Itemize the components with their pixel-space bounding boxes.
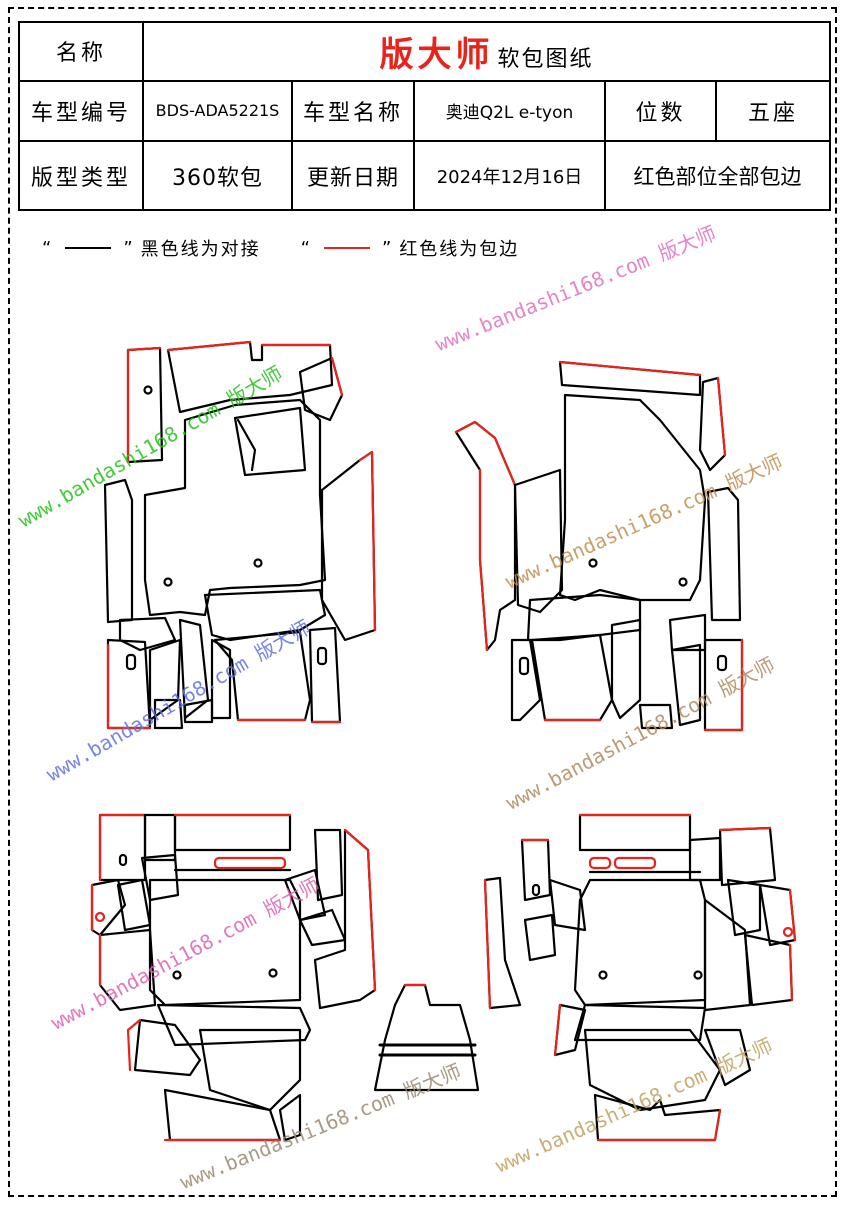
legend-quote-close: ” [123, 237, 135, 259]
brand-title: 版大师软包图纸 [142, 21, 831, 82]
red-line-sample [323, 247, 370, 249]
brand-sub: 软包图纸 [497, 46, 594, 72]
dashed-border [8, 7, 837, 1197]
front-right-mat [454, 360, 744, 732]
rear-right-mat [483, 813, 797, 1142]
brand-main: 版大师 [379, 34, 494, 75]
rear-left-mat [90, 813, 377, 1142]
black-line-text: 黑色线为对接 [140, 239, 261, 260]
name-label: 名称 [18, 21, 144, 82]
red-line-text: 红色线为包边 [399, 239, 520, 260]
info-table: 名称 版大师软包图纸 车型编号 BDS-ADA5221S 车型名称 奥迪Q2L … [18, 21, 831, 211]
legend-quote-open: “ [42, 237, 54, 259]
seats-label: 位数 [604, 79, 717, 143]
model-name: 奥迪Q2L e-tyon [413, 79, 606, 143]
seats-value: 五座 [715, 79, 831, 143]
pattern-type: 360软包 [142, 140, 293, 211]
update-date-label: 更新日期 [291, 140, 415, 211]
center-hump [373, 983, 480, 1092]
legend-quote-close-2: ” [381, 237, 394, 259]
model-code: BDS-ADA5221S [142, 79, 293, 143]
model-code-label: 车型编号 [18, 79, 144, 143]
update-date: 2024年12月16日 [413, 140, 606, 211]
legend-quote-open-2: “ [300, 237, 312, 259]
model-name-label: 车型名称 [291, 79, 415, 143]
line-legend: “ ” 黑色线为对接 “ ” 红色线为包边 [36, 232, 816, 264]
front-left-mat [103, 340, 377, 730]
black-line-sample [65, 247, 112, 249]
pattern-type-label: 版型类型 [18, 140, 144, 211]
red-note: 红色部位全部包边 [604, 140, 831, 211]
